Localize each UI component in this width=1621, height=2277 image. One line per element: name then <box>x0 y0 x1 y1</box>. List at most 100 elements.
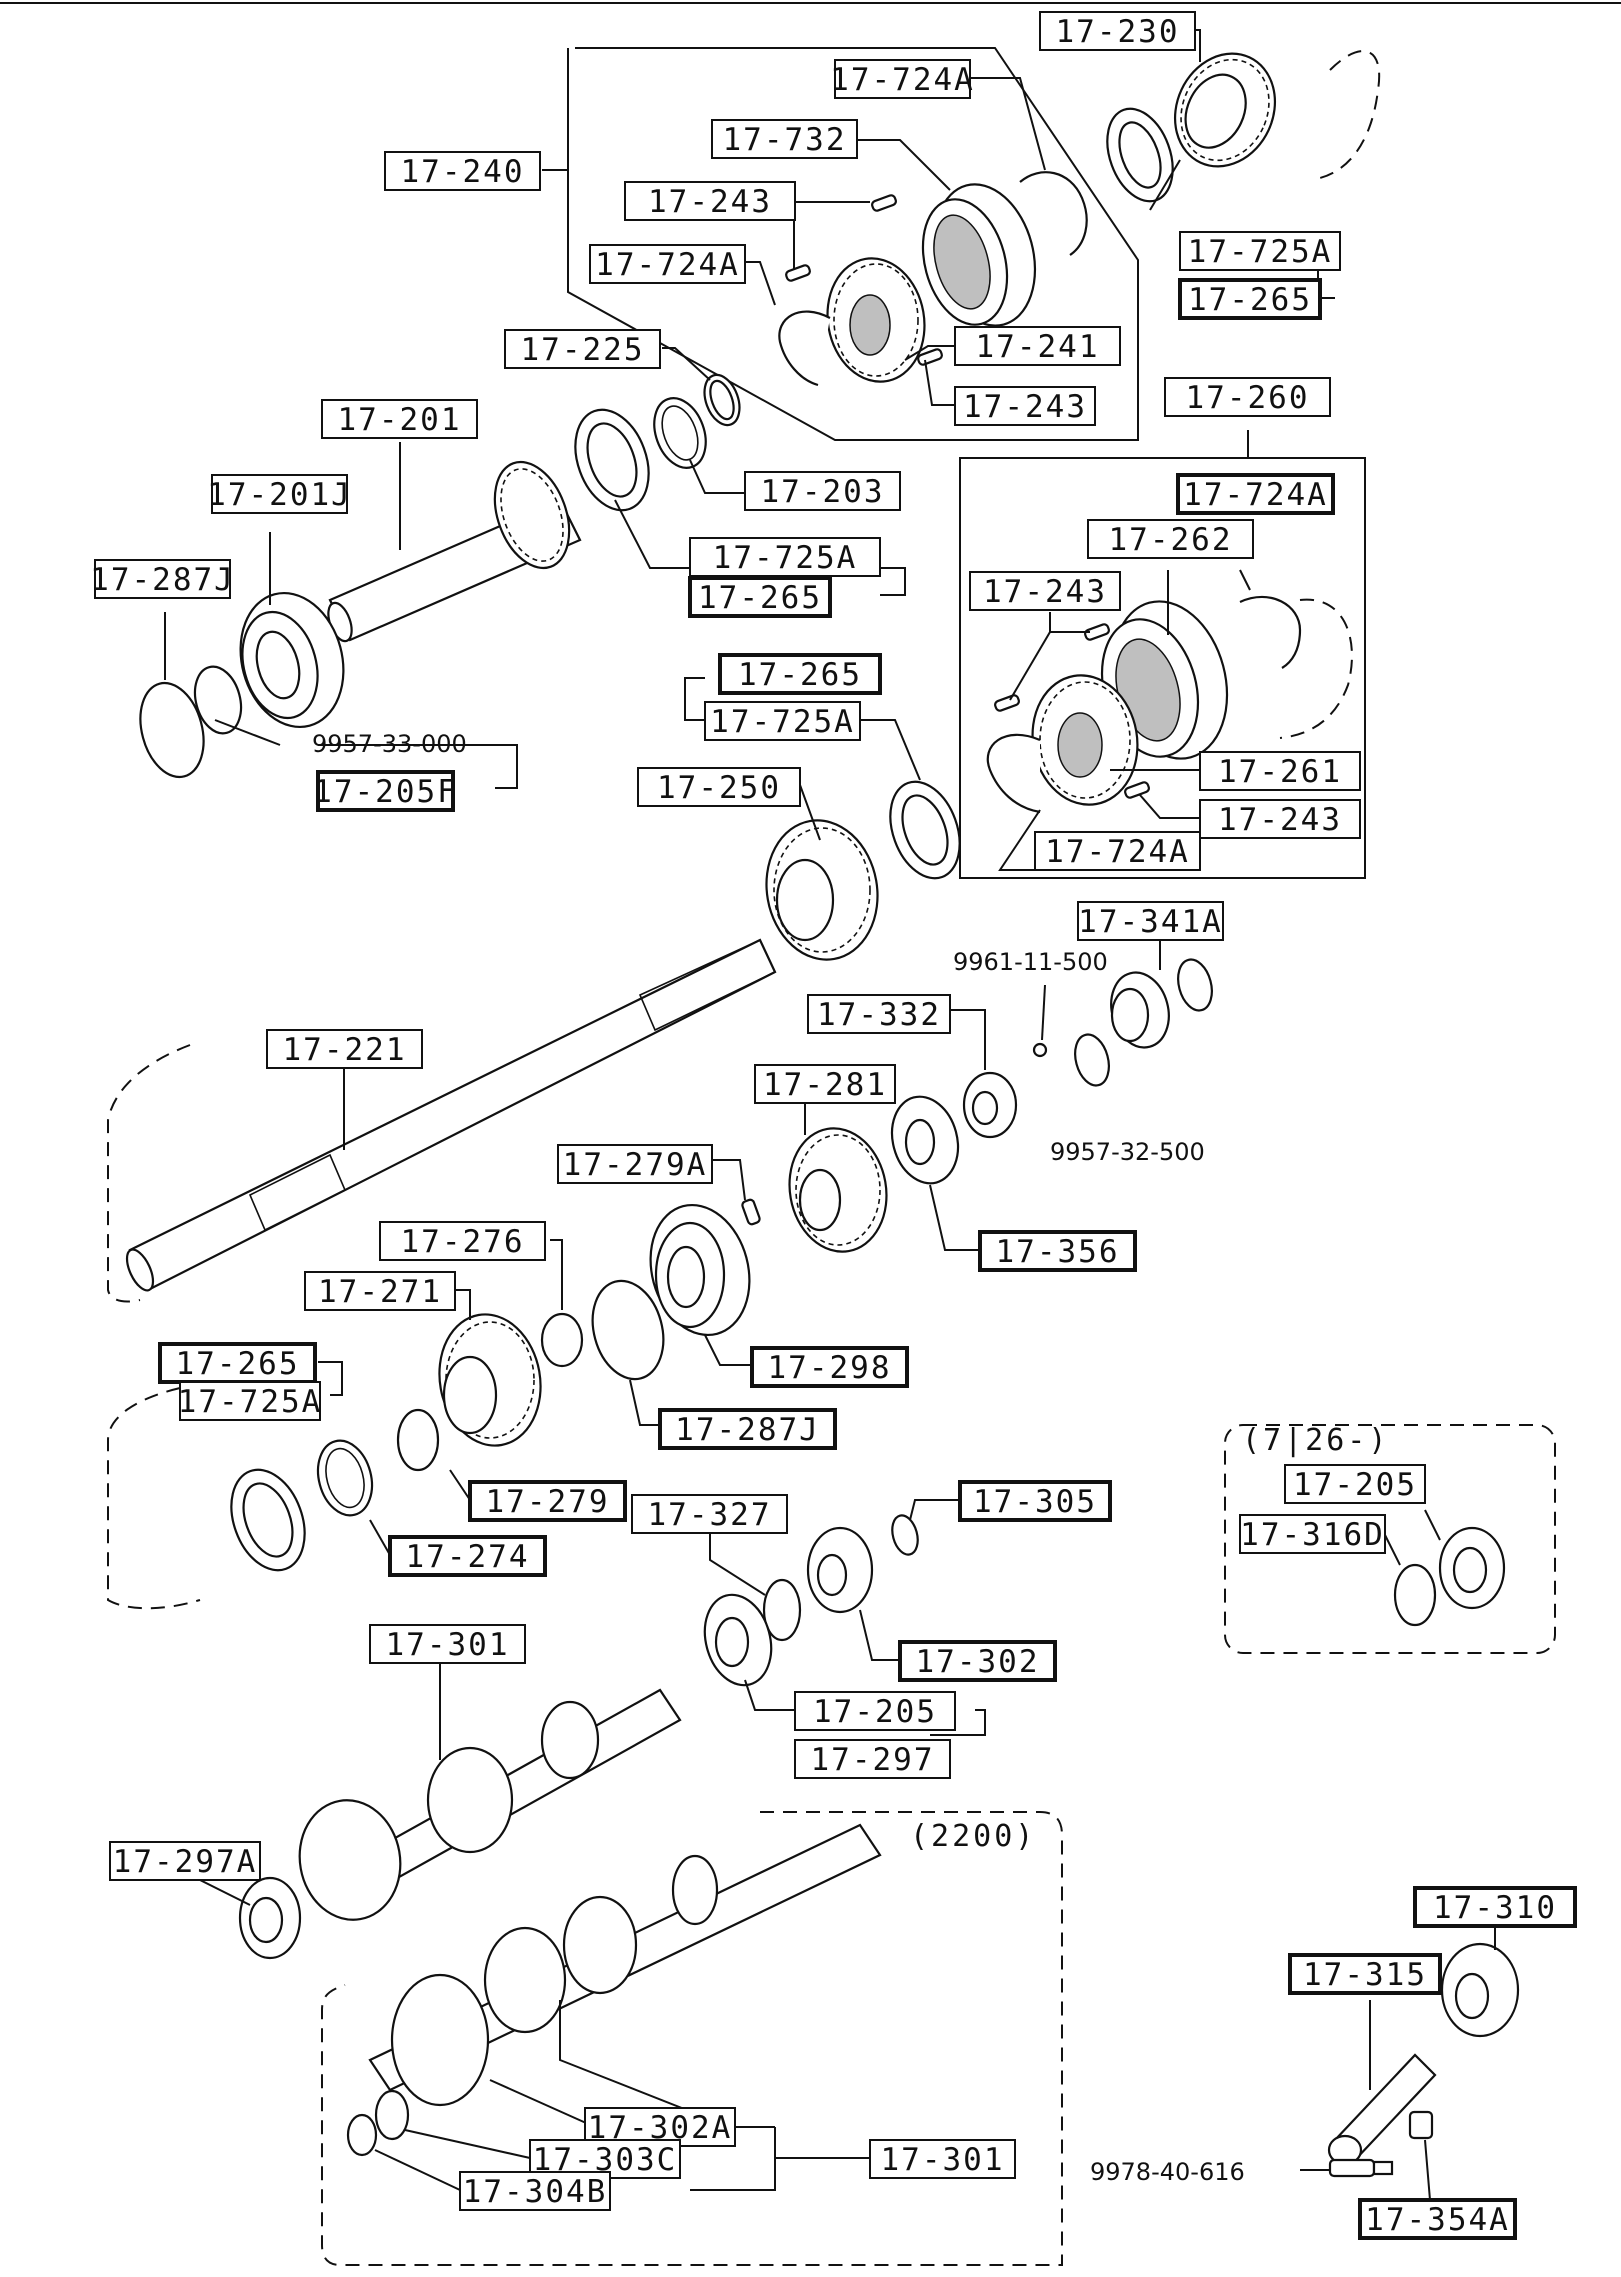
label-box <box>1239 1514 1386 1554</box>
part-label-17-205f: 17-205F <box>313 770 458 812</box>
label-text: 17-243 <box>963 389 1087 425</box>
part-label-17-274: 17-274 <box>388 1535 547 1577</box>
hub-17-261 <box>1031 674 1139 806</box>
part-label-17-724a: 17-724A <box>830 59 973 99</box>
part-label-17-201: 17-201 <box>321 399 478 439</box>
dashed-group-17-262 <box>1279 598 1353 739</box>
label-box <box>557 1144 713 1184</box>
snap-ring-9957-32-500-a <box>1177 958 1213 1012</box>
label-box <box>589 244 746 284</box>
label-text: 17-265 <box>1188 282 1312 318</box>
label-text: 17-287J <box>90 562 235 598</box>
label-text: 17-356 <box>996 1234 1120 1270</box>
part-label-17-310: 17-310 <box>1413 1886 1577 1928</box>
snap-ring-9957-32-500-b <box>1074 1033 1110 1087</box>
snap-ring-17-724A-right-bottom <box>986 733 1041 814</box>
part-label-17-724a: 17-724A <box>1034 831 1201 871</box>
shim-17-316D <box>1393 1563 1437 1627</box>
snap-ring-17-724A-top <box>1019 171 1088 256</box>
label-text: 17-243 <box>1218 802 1342 838</box>
part-label-17-225: 17-225 <box>504 329 661 369</box>
label-box <box>316 770 455 812</box>
label-text: 17-201 <box>338 402 462 438</box>
part-label-17-725a: 17-725A <box>178 1381 323 1421</box>
part-label-17-341a: 17-341A <box>1077 901 1224 941</box>
label-text: 17-354A <box>1365 2202 1510 2238</box>
group-17-260-frame <box>959 457 1366 879</box>
part-label-17-281: 17-281 <box>754 1064 896 1104</box>
label-text: 17-725A <box>178 1384 323 1420</box>
label-box <box>109 1841 261 1881</box>
snap-ring-17-305 <box>891 1514 919 1556</box>
part-label-17-301: 17-301 <box>369 1624 526 1664</box>
label-text: 17-205F <box>313 774 458 810</box>
part-label-17-265: 17-265 <box>718 653 882 695</box>
label-box <box>969 571 1121 611</box>
label-box <box>711 119 858 159</box>
part-label-17-205: 17-205 <box>1284 1464 1426 1504</box>
part-label-17-243: 17-243 <box>1199 799 1361 839</box>
label-box <box>898 1640 1057 1682</box>
label-box <box>631 1494 788 1534</box>
label-text: 17-261 <box>1218 754 1342 790</box>
shim-17-327 <box>762 1578 802 1642</box>
part-label-17-276: 17-276 <box>379 1221 546 1261</box>
group-label-1: (2200) <box>910 1819 1036 1854</box>
label-text: 17-724A <box>1183 477 1328 513</box>
label-text: 17-732 <box>723 122 847 158</box>
clutch-17-341A <box>1110 971 1170 1049</box>
part-label-17-724a: 17-724A <box>589 244 746 284</box>
label-box <box>379 1221 546 1261</box>
part-label-17-261: 17-261 <box>1199 751 1361 791</box>
needle-bearing-17-274 <box>316 1439 374 1517</box>
label-box <box>1164 377 1331 417</box>
label-text: 17-265 <box>176 1346 300 1382</box>
label-text: 17-301 <box>386 1627 510 1663</box>
part-label-17-265: 17-265 <box>688 576 832 618</box>
group-2200-frame <box>321 1811 1063 2266</box>
part-label-17-203: 17-203 <box>744 471 901 511</box>
label-box <box>304 1271 456 1311</box>
bearing-17-201J <box>239 591 345 729</box>
label-box <box>750 1346 909 1388</box>
part-label-17-243: 17-243 <box>969 571 1121 611</box>
part-label-17-305: 17-305 <box>958 1480 1112 1522</box>
washer-17-276 <box>540 1312 584 1368</box>
part-label-17-287j: 17-287J <box>90 559 235 599</box>
label-box <box>211 474 348 514</box>
part-label-17-265: 17-265 <box>158 1342 317 1384</box>
hub-17-241 <box>826 257 926 383</box>
part-number-9978-40-616: 9978-40-616 <box>1090 2158 1245 2186</box>
snap-ring-17-724A-right-top <box>1239 596 1302 669</box>
label-text: 17-315 <box>1303 1957 1427 1993</box>
gear-17-281 <box>788 1127 888 1253</box>
leader-lines <box>164 29 1496 2201</box>
bearing-17-205-inset <box>1438 1526 1506 1610</box>
label-box <box>807 994 951 1034</box>
label-text: 17-274 <box>406 1539 530 1575</box>
part-label-17-230: 17-230 <box>1039 11 1196 51</box>
label-box <box>637 767 801 807</box>
gear-17-271 <box>438 1313 542 1447</box>
label-box <box>689 537 881 577</box>
label-text: 17-281 <box>763 1067 887 1103</box>
gear-17-250 <box>765 819 879 961</box>
snap-ring-9957-33-000 <box>193 665 243 735</box>
label-box <box>704 701 861 741</box>
label-box <box>1077 901 1224 941</box>
part-label-17-354a: 17-354A <box>1358 2198 1517 2240</box>
part-number-9961-11-500: 9961-11-500 <box>953 948 1108 976</box>
bolt-9978-40-616 <box>1328 2158 1394 2178</box>
part-label-17-201j: 17-201J <box>207 474 350 514</box>
label-box <box>1176 473 1335 515</box>
part-label-17-221: 17-221 <box>266 1029 423 1069</box>
label-box <box>1358 2198 1517 2240</box>
part-label-17-725a: 17-725A <box>1179 231 1341 271</box>
label-text: 17-297 <box>811 1742 935 1778</box>
label-box <box>388 1535 547 1577</box>
synchro-ring-17-725A-right <box>889 780 961 880</box>
group-label-0: (7|26-) <box>1242 1423 1389 1458</box>
label-text: 17-724A <box>595 247 740 283</box>
